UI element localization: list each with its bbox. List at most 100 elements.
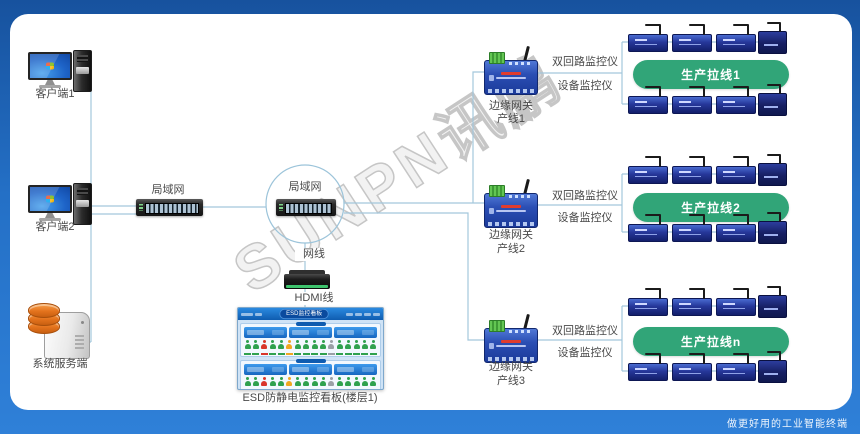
- person-status-icon: [244, 340, 251, 355]
- monitor-device-icon: [672, 288, 712, 316]
- person-status-icon: [278, 377, 285, 389]
- dashboard-header: ESD监控看板: [238, 308, 383, 320]
- end-monitor-device-icon: [758, 351, 787, 383]
- dashboard-stat-cards: [243, 364, 378, 375]
- person-status-icon: [294, 377, 301, 389]
- person-status-icon: [252, 377, 259, 389]
- dashboard-title: ESD监控看板: [279, 308, 329, 320]
- person-status-icon: [311, 340, 319, 355]
- monitor-device-icon: [716, 24, 756, 52]
- person-status-icon: [327, 340, 335, 355]
- monitor-icon: [28, 52, 72, 80]
- dashboard-stat-card: [244, 327, 287, 338]
- net-cable-label: 网线: [295, 248, 333, 261]
- monitor-device-icon: [716, 353, 756, 381]
- monitor-device-icon: [672, 24, 712, 52]
- dashboard-stat-card: [334, 327, 377, 338]
- person-status-icon: [328, 377, 335, 389]
- monitor-device-icon: [672, 86, 712, 114]
- person-status-icon: [336, 340, 344, 355]
- dashboard-stat-card: [289, 364, 332, 375]
- person-status-icon: [252, 340, 260, 355]
- gateway3-line-label: 产线3: [496, 375, 526, 387]
- dashboard-stat-card: [289, 327, 332, 338]
- end-monitor-device-icon: [758, 22, 787, 54]
- production-line-pill: 生产拉线1: [633, 60, 789, 89]
- dashboard-person-row: [243, 338, 378, 355]
- person-status-icon: [286, 377, 293, 389]
- person-status-icon: [345, 377, 352, 389]
- edge-gateway-icon: [484, 45, 538, 95]
- monitor-device-icon: [716, 156, 756, 184]
- database-icon: [28, 303, 60, 318]
- end-monitor-device-icon: [758, 212, 787, 244]
- dashboard-section: [240, 323, 381, 357]
- device-monitor-label: 设备监控仪: [557, 347, 613, 359]
- monitor-device-icon: [672, 156, 712, 184]
- device-monitor-label: 设备监控仪: [557, 80, 613, 92]
- person-status-icon: [294, 340, 302, 355]
- pc-tower-icon: [73, 50, 92, 92]
- pc-tower-icon: [73, 183, 92, 225]
- person-status-icon: [277, 340, 285, 355]
- monitor-device-icon: [628, 288, 668, 316]
- gateway2-label: 边缘网关: [489, 229, 533, 241]
- person-status-icon: [361, 377, 368, 389]
- lan-circle-label: 局域网: [288, 181, 322, 193]
- monitor-device-icon: [716, 288, 756, 316]
- monitor-device-icon: [628, 86, 668, 114]
- edge-gateway-icon: [484, 313, 538, 363]
- dashboard-stat-card: [244, 364, 287, 375]
- dual-loop-monitor-label: 双回路监控仪: [552, 190, 618, 202]
- production-line-pill: 生产拉线n: [633, 327, 789, 356]
- production-line-pill: 生产拉线2: [633, 193, 789, 222]
- gateway1-label: 边缘网关: [489, 100, 533, 112]
- footer-slogan: 做更好用的工业智能终端: [727, 419, 848, 430]
- dashboard-stat-cards: [243, 327, 378, 338]
- esd-dashboard-preview: ESD监控看板: [237, 307, 384, 390]
- person-status-icon: [344, 340, 352, 355]
- person-status-icon: [320, 377, 327, 389]
- gateway3-label: 边缘网关: [489, 361, 533, 373]
- gateway1-line-label: 产线1: [496, 113, 526, 125]
- monitor-device-icon: [628, 24, 668, 52]
- network-switch-icon: [276, 199, 336, 216]
- monitor-device-icon: [716, 214, 756, 242]
- end-monitor-device-icon: [758, 286, 787, 318]
- person-status-icon: [353, 340, 361, 355]
- person-status-icon: [261, 377, 268, 389]
- monitor-device-icon: [716, 86, 756, 114]
- system-server-icon: [28, 303, 90, 359]
- edge-gateway-icon: [484, 178, 538, 228]
- person-status-icon: [319, 340, 327, 355]
- person-status-icon: [353, 377, 360, 389]
- server-label: 系统服务端: [32, 358, 88, 370]
- dashboard-person-row: [243, 375, 378, 389]
- person-status-icon: [260, 340, 268, 355]
- person-status-icon: [370, 377, 377, 389]
- client1-computer-icon: [28, 50, 92, 92]
- dual-loop-monitor-label: 双回路监控仪: [552, 56, 618, 68]
- person-status-icon: [269, 340, 277, 355]
- dashboard-section: [240, 360, 381, 389]
- lan-circle-outline: [265, 164, 345, 244]
- person-status-icon: [302, 340, 310, 355]
- monitor-device-icon: [672, 214, 712, 242]
- person-status-icon: [311, 377, 318, 389]
- person-status-icon: [369, 340, 377, 355]
- client2-label: 客户端2: [35, 221, 75, 233]
- hdmi-cable-label: HDMI线: [288, 292, 340, 305]
- monitor-icon: [28, 185, 72, 213]
- end-monitor-device-icon: [758, 84, 787, 116]
- monitor-device-icon: [628, 156, 668, 184]
- person-status-icon: [303, 377, 310, 389]
- settop-box-icon: [284, 270, 330, 289]
- person-status-icon: [269, 377, 276, 389]
- person-status-icon: [285, 340, 293, 355]
- person-status-icon: [244, 377, 251, 389]
- monitor-device-icon: [628, 353, 668, 381]
- monitor-device-icon: [672, 353, 712, 381]
- dual-loop-monitor-label: 双回路监控仪: [552, 325, 618, 337]
